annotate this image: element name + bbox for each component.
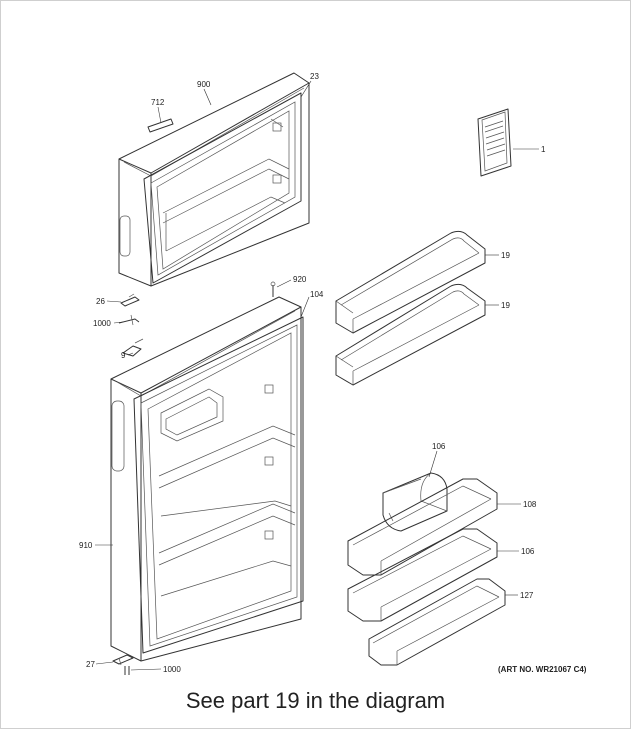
- leader-lines: [95, 80, 539, 671]
- part-106-dairy-cover[interactable]: [382, 472, 448, 532]
- label-108: 108: [523, 500, 537, 509]
- label-1000-bottom: 1000: [163, 665, 181, 674]
- part-19-door-bin-upper[interactable]: [335, 230, 486, 334]
- part-127-door-bin[interactable]: [368, 578, 506, 666]
- label-27: 27: [86, 660, 95, 669]
- label-900: 900: [197, 80, 211, 89]
- part-712-badge[interactable]: [147, 118, 174, 133]
- fresh-food-door[interactable]: [110, 296, 304, 662]
- label-104: 104: [310, 290, 324, 299]
- art-number: (ART NO. WR21067 C4): [498, 665, 587, 674]
- part-920-pin[interactable]: [270, 281, 276, 297]
- part-27-bottom-hinge[interactable]: [112, 654, 134, 666]
- diagram-caption: See part 19 in the diagram: [185, 688, 446, 713]
- part-19-door-bin-lower[interactable]: [335, 283, 486, 386]
- label-26: 26: [96, 297, 105, 306]
- label-19-lower: 19: [501, 301, 510, 310]
- part-1000-screw-bottom[interactable]: [124, 666, 130, 675]
- label-920: 920: [293, 275, 307, 284]
- part-108-door-bin[interactable]: [347, 478, 498, 576]
- label-1: 1: [541, 145, 546, 154]
- part-1-label[interactable]: [477, 108, 512, 177]
- label-9: 9: [121, 351, 126, 360]
- label-19-upper: 19: [501, 251, 510, 260]
- freezer-door[interactable]: [118, 72, 310, 287]
- label-106-bin: 106: [521, 547, 535, 556]
- part-labels: 900 23 712 1 19 19 920 104 26 1000 9 106…: [79, 72, 587, 674]
- label-106-cover: 106: [432, 442, 446, 451]
- part-9-hinge[interactable]: [122, 338, 144, 357]
- label-23: 23: [310, 72, 319, 81]
- label-712: 712: [151, 98, 165, 107]
- label-127: 127: [520, 591, 534, 600]
- part-26-hinge-pin[interactable]: [120, 293, 140, 307]
- label-910: 910: [79, 541, 93, 550]
- label-1000-top: 1000: [93, 319, 111, 328]
- part-1000-screw-top[interactable]: [118, 314, 140, 326]
- part-106-door-bin[interactable]: [347, 528, 498, 622]
